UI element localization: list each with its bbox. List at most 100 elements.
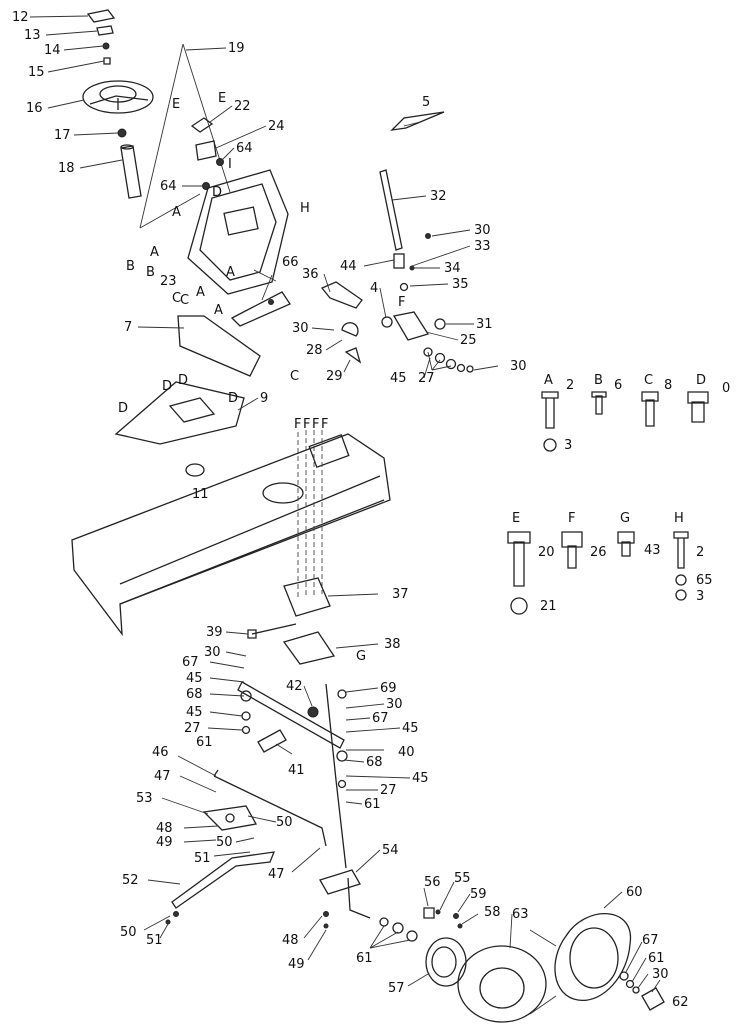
- hardware-key: A 2 3 B 6 C 8 D 0 E 20 21 F 26 G 43 H 2 …: [507, 373, 730, 615]
- part-15-washer: [103, 57, 111, 65]
- callout-12: 12: [12, 10, 29, 25]
- ref-F-c: F: [303, 417, 310, 432]
- callout-45b: 45: [186, 671, 203, 686]
- callout-57: 57: [388, 981, 405, 996]
- ref-I-a: I: [228, 157, 232, 172]
- ref-D-d: D: [228, 391, 238, 406]
- reference-letters: A A A A A B B C C C D D D D D E E F F F …: [118, 91, 405, 664]
- callout-30a: 30: [474, 223, 491, 238]
- callout-61c: 61: [356, 951, 373, 966]
- callout-61d: 61: [648, 951, 665, 966]
- callout-55: 55: [454, 871, 471, 886]
- callout-42: 42: [286, 679, 303, 694]
- callout-30d: 30: [204, 645, 221, 660]
- callout-47a: 47: [154, 769, 171, 784]
- key-letter-B: B: [594, 373, 603, 388]
- callout-45e: 45: [412, 771, 429, 786]
- callout-37: 37: [392, 587, 409, 602]
- part-41-arm: [257, 729, 287, 753]
- callout-13: 13: [24, 28, 41, 43]
- key-part-D-1: 0: [722, 381, 730, 396]
- part-53-spindle-arm: [202, 805, 258, 831]
- dashed-alignment-F: [297, 430, 323, 600]
- callout-67c: 67: [642, 933, 659, 948]
- callout-40: 40: [398, 745, 415, 760]
- steering-wheel-assembly: [82, 9, 231, 229]
- part-9-plate: [114, 381, 245, 445]
- ref-C-a: C: [172, 291, 181, 306]
- key-bolt-A: [541, 391, 559, 429]
- ref-F-b: F: [294, 417, 301, 432]
- part-32-steering-column: [379, 169, 403, 251]
- lower-linkage: [165, 430, 371, 929]
- part-62-cap: [641, 987, 665, 1011]
- key-letter-H: H: [674, 511, 684, 526]
- callout-51b: 51: [146, 933, 163, 948]
- callout-50a: 50: [276, 815, 293, 830]
- callout-31: 31: [476, 317, 493, 332]
- key-part-G-1: 43: [644, 543, 661, 558]
- part-7-support: [177, 315, 261, 377]
- callout-29: 29: [326, 369, 343, 384]
- ref-D-a: D: [118, 401, 128, 416]
- frame-main: [71, 433, 391, 637]
- ref-C-c: C: [180, 293, 189, 308]
- key-bolt-C: [641, 391, 659, 427]
- callout-22: 22: [234, 99, 251, 114]
- part-55-cap: [435, 909, 441, 915]
- part-63-tire-rim: [457, 945, 547, 1023]
- key-part-H-2: 65: [696, 573, 713, 588]
- part-17-adapter: [117, 128, 127, 138]
- callout-25: 25: [460, 333, 477, 348]
- part-36-shaft: [320, 281, 363, 309]
- callout-61a: 61: [196, 735, 213, 750]
- part-60-tire: [554, 913, 632, 1001]
- key-part-A-1: 2: [566, 378, 574, 393]
- callout-53: 53: [136, 791, 153, 806]
- key-letter-C: C: [644, 373, 653, 388]
- key-letter-E: E: [512, 511, 520, 526]
- ref-E-b: E: [218, 91, 226, 106]
- callout-17: 17: [54, 128, 71, 143]
- callout-34: 34: [444, 261, 461, 276]
- callout-66: 66: [282, 255, 299, 270]
- key-bolt-D: [687, 391, 709, 423]
- part-13-insert: [96, 25, 114, 36]
- callout-48b: 48: [282, 933, 299, 948]
- part-18-steering-shaft: [120, 145, 142, 199]
- callout-28: 28: [306, 343, 323, 358]
- part-25-gear-housing: [392, 311, 430, 341]
- callout-68a: 68: [186, 687, 203, 702]
- callout-58: 58: [484, 905, 501, 920]
- key-part-E-1: 20: [538, 545, 555, 560]
- callout-11: 11: [192, 487, 209, 502]
- callout-38: 38: [384, 637, 401, 652]
- part-23-dash-panel: [187, 169, 289, 295]
- callout-48a: 48: [156, 821, 173, 836]
- callout-61b: 61: [364, 797, 381, 812]
- callout-68b: 68: [366, 755, 383, 770]
- ref-A-c: A: [150, 245, 159, 260]
- key-nut-E: [510, 597, 528, 615]
- ref-F-a: F: [398, 295, 405, 310]
- key-part-B-1: 6: [614, 378, 622, 393]
- callout-30c: 30: [510, 359, 527, 374]
- part-40-drag-link: [237, 681, 345, 749]
- callout-24: 24: [268, 119, 285, 134]
- callout-49a: 49: [156, 835, 173, 850]
- steering-gear-assembly: [320, 111, 474, 373]
- part-39-bolt: [247, 623, 297, 639]
- callout-49b: 49: [288, 957, 305, 972]
- callout-69: 69: [380, 681, 397, 696]
- callout-27a: 27: [418, 371, 435, 386]
- callout-59: 59: [470, 887, 487, 902]
- key-letter-F: F: [568, 511, 575, 526]
- callout-16: 16: [26, 101, 43, 116]
- callout-64a: 64: [236, 141, 253, 156]
- key-part-F-1: 26: [590, 545, 607, 560]
- part-59-fitting: [453, 913, 459, 919]
- part-29-pin: [344, 347, 362, 364]
- callout-60: 60: [626, 885, 643, 900]
- part-27-washers: [423, 347, 474, 373]
- callout-23: 23: [160, 274, 177, 289]
